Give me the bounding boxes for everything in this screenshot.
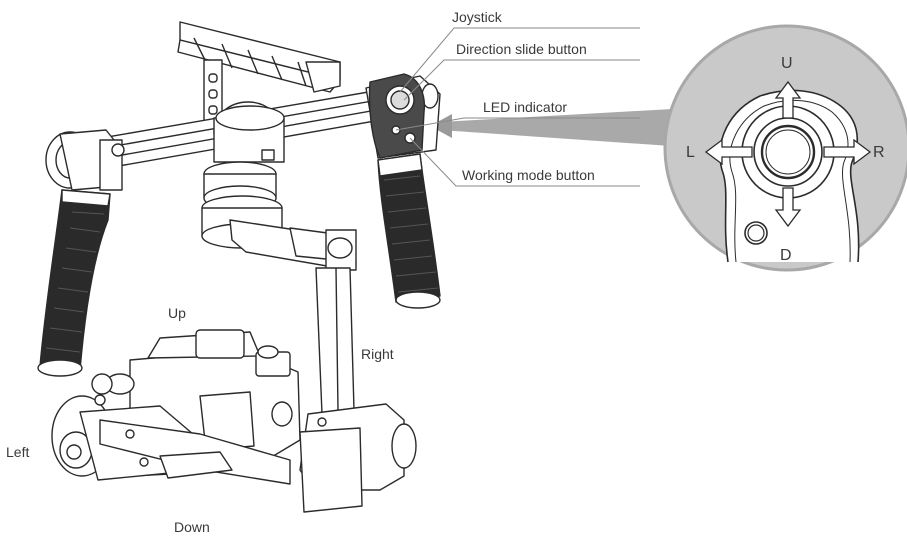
zoom-pointer-arrowhead [430, 114, 452, 138]
arrow-down-icon [774, 187, 802, 228]
camera [91, 329, 301, 477]
label-joystick: Joystick [452, 9, 503, 25]
zoom-mode-button-inner [747, 224, 765, 242]
callout-line-direction-slide [403, 59, 640, 101]
zoom-inset: U D L R [430, 24, 907, 272]
arrow-right-icon [823, 138, 872, 166]
callout-line-led [395, 117, 640, 131]
tilt-motor-right [299, 403, 417, 513]
label-led-indicator: LED indicator [483, 99, 567, 115]
callout-line-mode [409, 137, 640, 187]
label-down: Down [174, 519, 210, 535]
right-grip [377, 153, 441, 309]
zoom-label-up: U [781, 55, 793, 72]
roll-motor-left [51, 394, 291, 485]
tilt-arm [315, 267, 355, 415]
label-direction-slide-button: Direction slide button [456, 41, 587, 57]
label-right: Right [361, 346, 394, 362]
zoom-label-down: D [780, 247, 792, 264]
label-working-mode-button: Working mode button [462, 167, 595, 183]
center-clamp [213, 101, 285, 163]
control-head [368, 73, 426, 159]
zoom-joystick-cap [760, 124, 816, 180]
left-grip [37, 189, 111, 377]
top-handle [177, 21, 341, 131]
label-up: Up [168, 305, 186, 321]
callout-lines [395, 27, 640, 187]
zoom-label-left: L [686, 144, 695, 161]
zoom-handle-inner-edge [729, 99, 851, 263]
arrow-left-icon [704, 138, 753, 166]
zoom-joystick-cap-inner [765, 129, 811, 175]
left-clamp [45, 129, 125, 191]
callout-line-joystick [399, 27, 640, 93]
label-left: Left [6, 444, 29, 460]
arrow-up-icon [774, 80, 802, 119]
gimbal-illustration [37, 21, 441, 513]
zoom-label-right: R [873, 144, 885, 161]
zoom-pointer-beam [440, 108, 700, 148]
roll-arm [229, 219, 357, 271]
